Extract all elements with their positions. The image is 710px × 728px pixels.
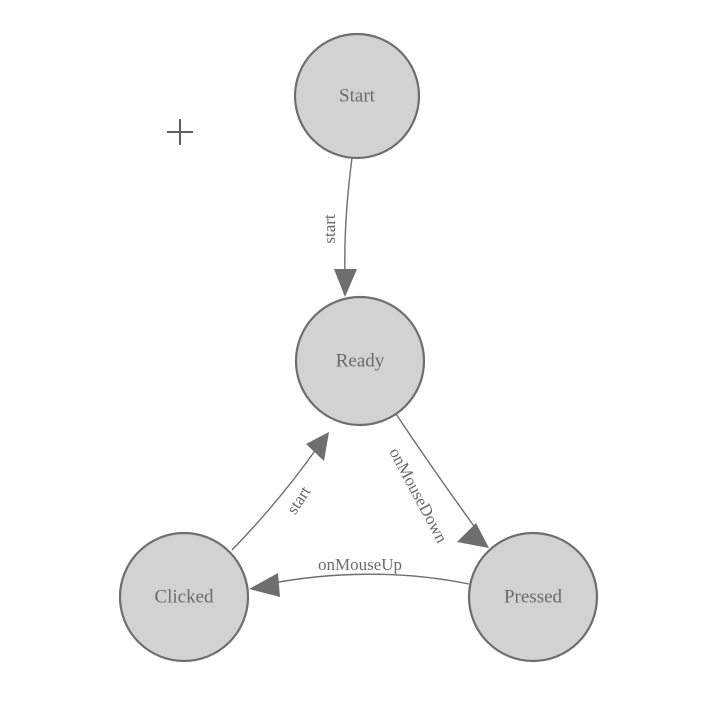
- edge-ready-to-pressed[interactable]: onMouseDown: [385, 413, 489, 548]
- arrowhead-start-to-ready: [334, 269, 357, 297]
- edge-label-start-to-ready: start: [320, 214, 339, 244]
- edge-path-pressed-to-clicked[interactable]: [267, 573, 470, 585]
- node-clicked-circle[interactable]: [118, 531, 250, 663]
- node-ready[interactable]: Ready: [294, 295, 426, 427]
- node-start-circle[interactable]: [293, 32, 421, 160]
- node-ready-circle[interactable]: [294, 295, 426, 427]
- edge-label-pressed-to-clicked: onMouseUp: [318, 555, 402, 574]
- edge-path-start-to-ready[interactable]: [344, 157, 353, 278]
- plus-marker-icon: [167, 119, 193, 145]
- arrowhead-clicked-to-ready: [306, 432, 329, 461]
- edge-start-to-ready[interactable]: start: [320, 157, 357, 297]
- arrowhead-pressed-to-clicked: [249, 573, 280, 597]
- edge-path-ready-to-pressed[interactable]: [395, 413, 480, 534]
- node-clicked[interactable]: Clicked: [118, 531, 250, 663]
- edge-clicked-to-ready[interactable]: start: [231, 432, 329, 551]
- node-pressed-label: Pressed: [504, 586, 563, 607]
- edge-path-clicked-to-ready[interactable]: [231, 447, 318, 551]
- node-start-label: Start: [339, 85, 376, 106]
- node-ready-label: Ready: [336, 350, 385, 371]
- node-clicked-label: Clicked: [154, 586, 214, 607]
- edge-pressed-to-clicked[interactable]: onMouseUp: [249, 555, 470, 597]
- node-pressed[interactable]: Pressed: [467, 531, 599, 663]
- node-pressed-circle[interactable]: [467, 531, 599, 663]
- edge-label-ready-to-pressed: onMouseDown: [385, 445, 451, 547]
- node-start[interactable]: Start: [293, 32, 421, 160]
- arrowhead-ready-to-pressed: [457, 523, 489, 548]
